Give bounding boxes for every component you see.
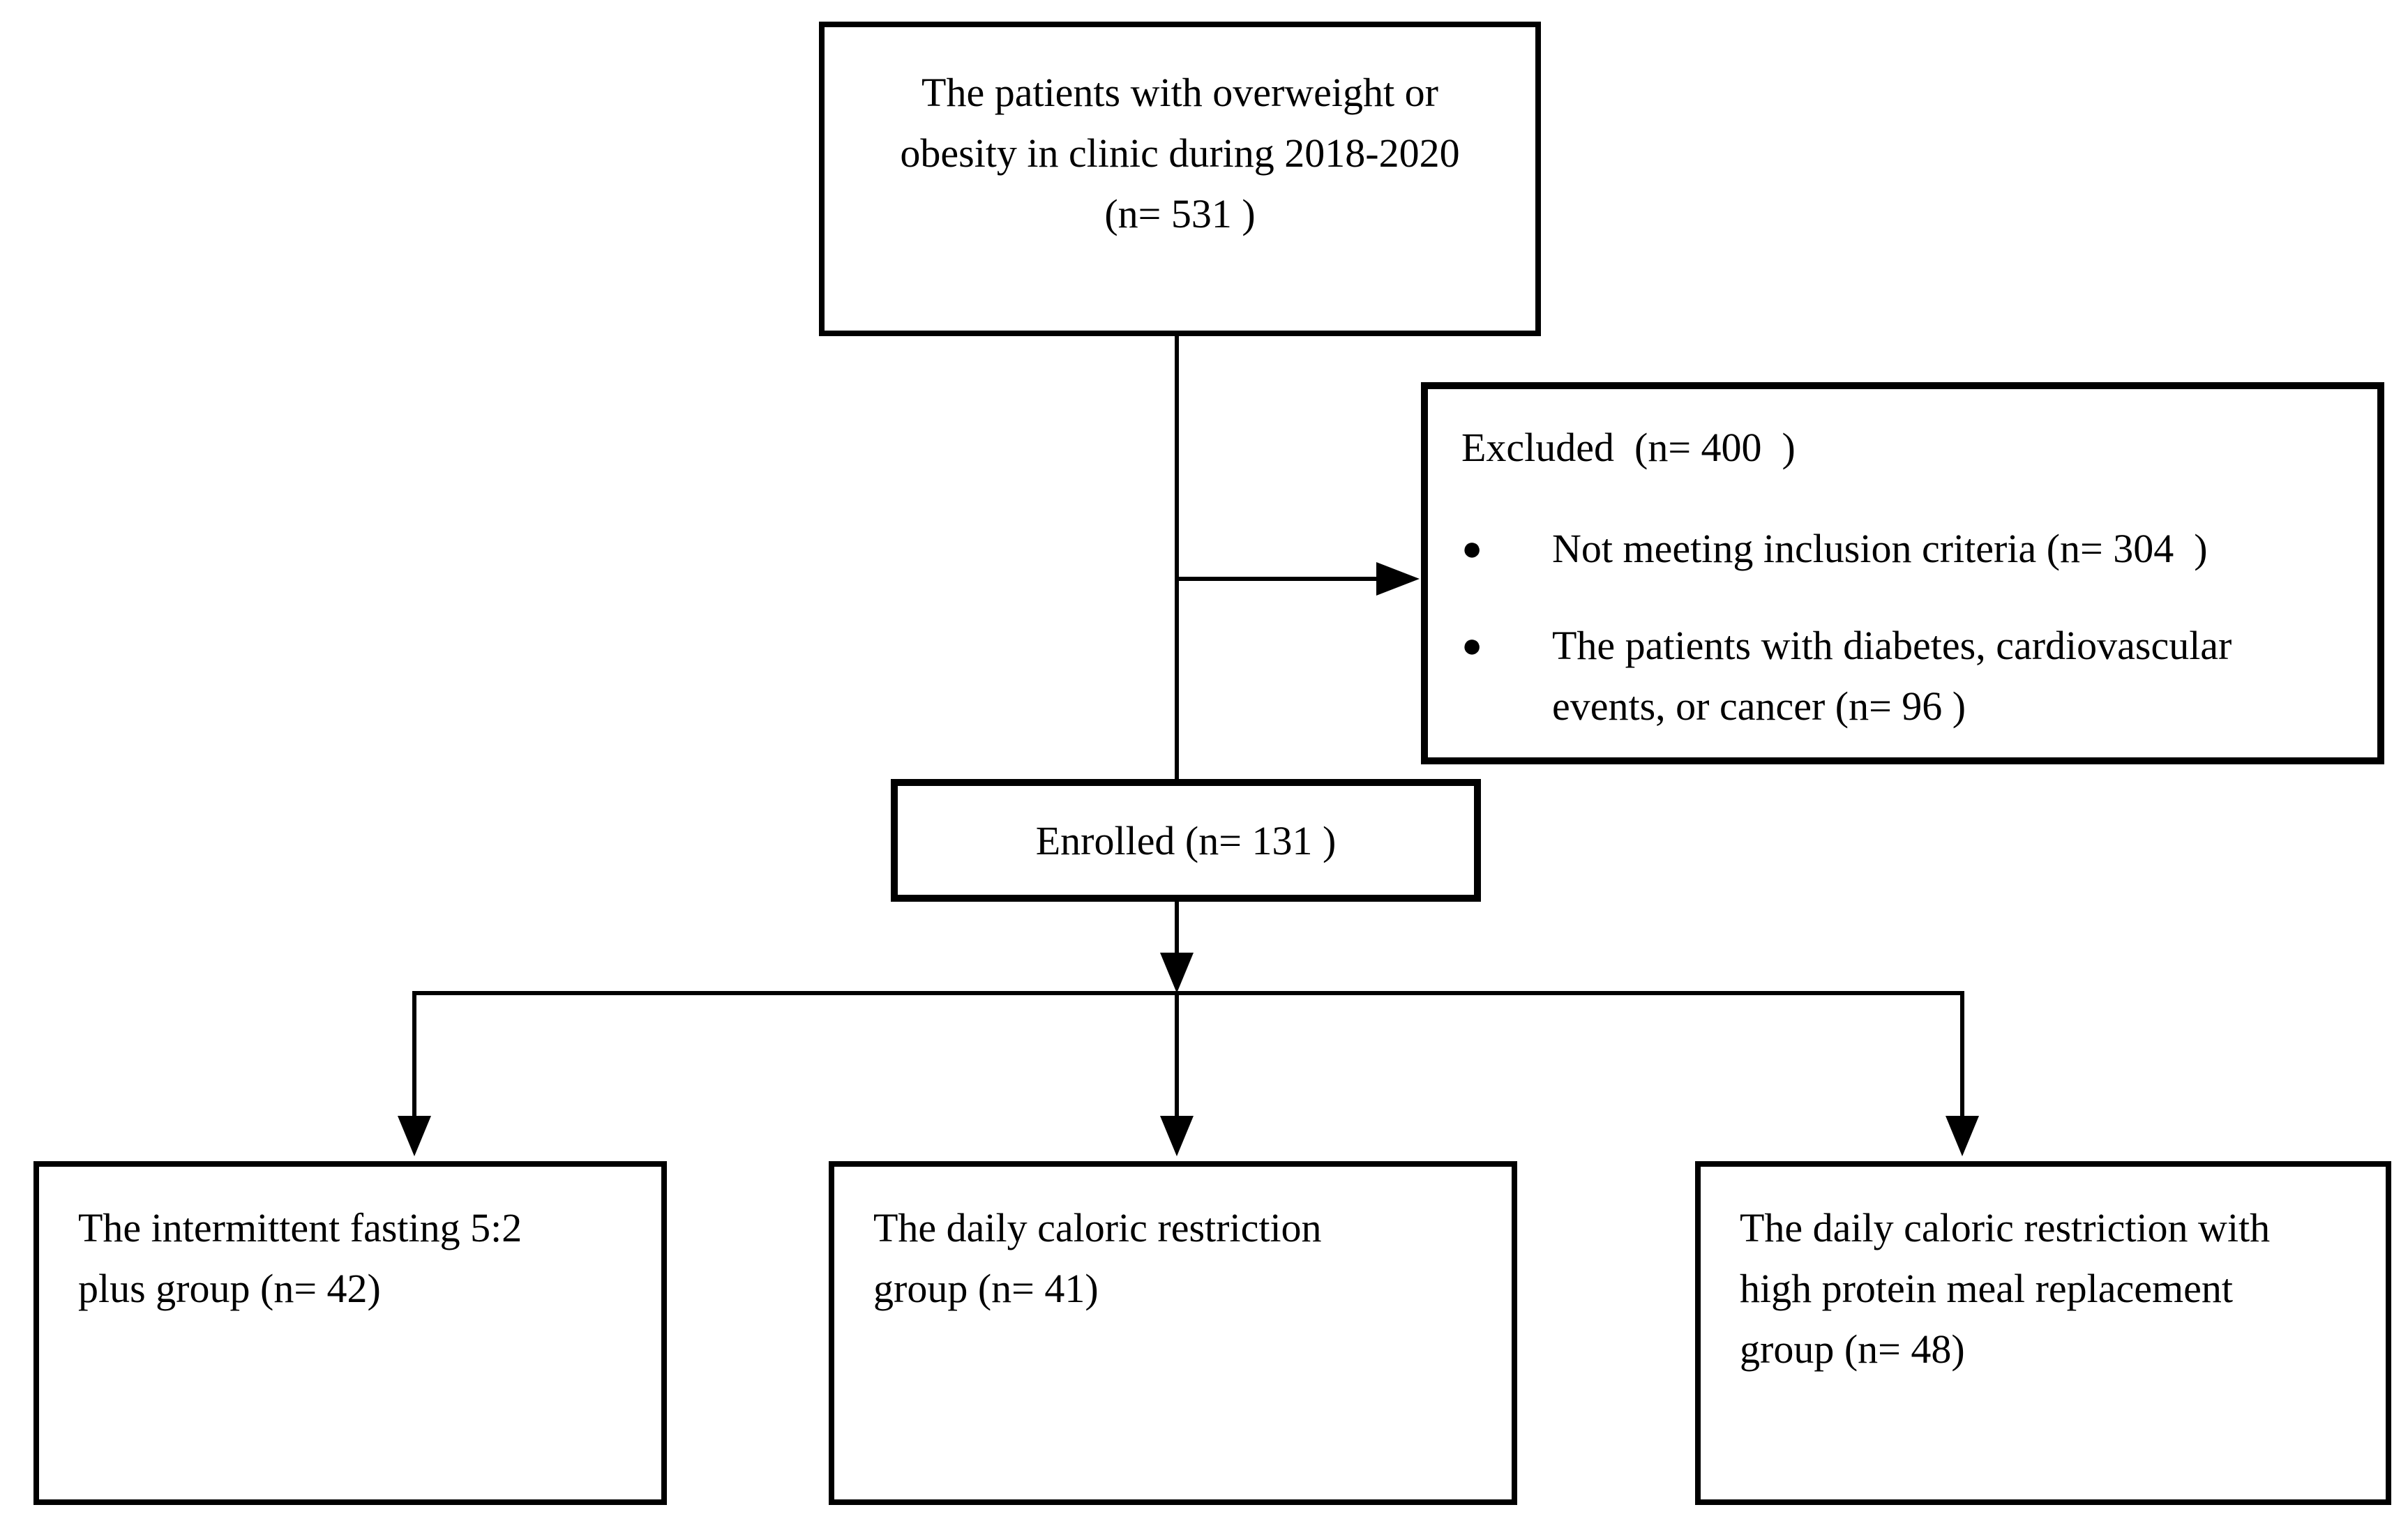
group-3-line-3: group (n= 48) [1740, 1326, 1965, 1372]
connector-branch-middle [1175, 993, 1179, 1119]
box-screened-patients: The patients with overweight or obesity … [819, 22, 1541, 336]
excluded-title: Excluded (n= 400 ) [1461, 425, 1796, 470]
connector-branch-right [1960, 993, 1964, 1119]
group-1-line-2: plus group (n= 42) [78, 1266, 381, 1311]
box-group-intermittent-fasting: The intermittent fasting 5:2 plus group … [33, 1161, 667, 1505]
bullet-icon: ● [1461, 626, 1483, 665]
connector-branch-left [412, 993, 416, 1119]
arrowhead-down-left-icon [398, 1116, 431, 1156]
box-group-high-protein-replacement: The daily caloric restriction with high … [1695, 1161, 2391, 1505]
arrowhead-down-branch-icon [1160, 953, 1194, 993]
arrowhead-down-middle-icon [1160, 1116, 1194, 1156]
group-1-line-1: The intermittent fasting 5:2 [78, 1205, 522, 1250]
box-group-caloric-restriction: The daily caloric restriction group (n= … [829, 1161, 1517, 1505]
box-enrolled: Enrolled (n= 131 ) [891, 779, 1481, 902]
screened-line-2: obesity in clinic during 2018-2020 [900, 130, 1460, 176]
box-excluded: Excluded (n= 400 ) ● Not meeting inclusi… [1421, 382, 2384, 764]
excluded-bullet-2-line-1: The patients with diabetes, cardiovascul… [1552, 623, 2232, 668]
excluded-bullet-row-2: ● The patients with diabetes, cardiovasc… [1461, 615, 2352, 736]
arrowhead-right-excluded-icon [1376, 562, 1420, 596]
connector-branch-horizontal [412, 991, 1964, 995]
group-2-line-1: The daily caloric restriction [873, 1205, 1322, 1250]
excluded-bullet-row-1: ● Not meeting inclusion criteria (n= 304… [1461, 518, 2352, 579]
connector-screened-to-enrolled [1175, 336, 1179, 779]
arrowhead-down-right-icon [1946, 1116, 1979, 1156]
bullet-icon: ● [1461, 529, 1483, 568]
enrolled-label: Enrolled (n= 131 ) [1035, 817, 1337, 863]
excluded-bullet-2-line-2: events, or cancer (n= 96 ) [1552, 683, 1966, 729]
group-2-line-2: group (n= 41) [873, 1266, 1099, 1311]
group-3-line-2: high protein meal replacement [1740, 1266, 2233, 1311]
connector-to-excluded [1177, 577, 1378, 581]
excluded-bullet-1-line-1: Not meeting inclusion criteria (n= 304 ) [1552, 526, 2208, 571]
screened-line-1: The patients with overweight or [921, 70, 1438, 115]
group-3-line-1: The daily caloric restriction with [1740, 1205, 2271, 1250]
connector-enrolled-to-branch [1175, 902, 1179, 955]
screened-line-3: (n= 531 ) [1104, 191, 1256, 236]
